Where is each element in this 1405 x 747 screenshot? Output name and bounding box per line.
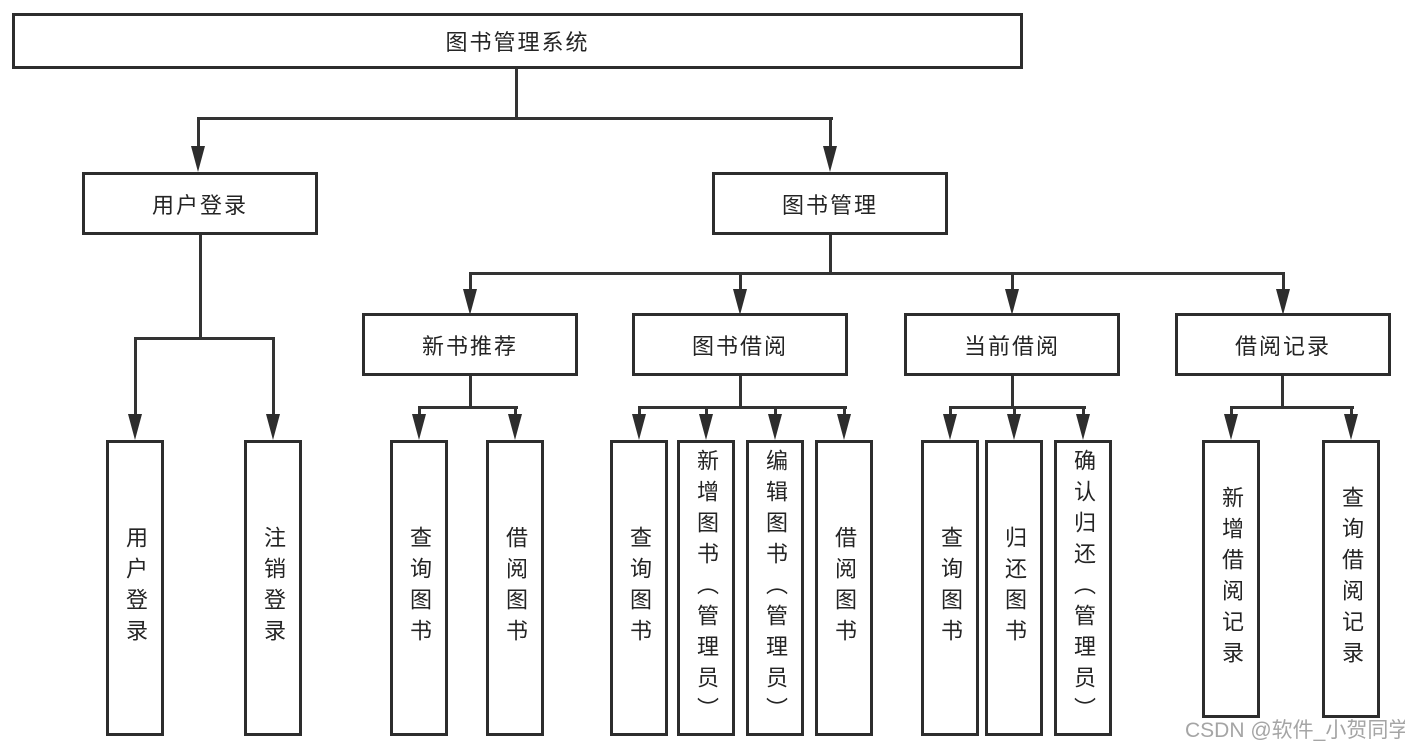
node-label: 当前借阅	[963, 333, 1060, 359]
connector-line	[134, 337, 275, 340]
connector-line	[272, 337, 275, 416]
connector-line	[418, 406, 421, 417]
arrow-down-icon	[1007, 414, 1021, 440]
node-label: 图书借阅	[691, 333, 788, 359]
node-label: 注销登录	[261, 526, 286, 650]
leaf-query-borrow-record: 查询借阅记录	[1322, 440, 1380, 718]
arrow-down-icon	[1276, 289, 1290, 315]
leaf-query-books-recommend: 查询图书	[390, 440, 448, 736]
connector-line	[1011, 376, 1014, 408]
connector-line	[514, 406, 517, 417]
connector-line	[739, 272, 742, 292]
leaf-query-books-current: 查询图书	[921, 440, 979, 736]
node-label: 查询图书	[938, 526, 963, 650]
arrow-down-icon	[463, 289, 477, 315]
node-label: 借阅图书	[832, 526, 857, 650]
connector-line	[638, 406, 641, 417]
node-book-management: 图书管理	[712, 172, 948, 235]
leaf-user-login: 用户登录	[106, 440, 164, 736]
connector-line	[638, 406, 847, 409]
arrow-down-icon	[837, 414, 851, 440]
arrow-down-icon	[768, 414, 782, 440]
arrow-down-icon	[1224, 414, 1238, 440]
connector-line	[829, 117, 832, 149]
connector-line	[134, 337, 137, 416]
connector-line	[469, 272, 1285, 275]
connector-line	[1230, 406, 1354, 409]
arrow-down-icon	[1005, 289, 1019, 315]
connector-line	[469, 272, 472, 292]
connector-line	[1281, 376, 1284, 408]
node-label: 新增图书（管理员）	[694, 448, 719, 728]
connector-line	[1350, 406, 1353, 417]
connector-line	[739, 376, 742, 408]
node-label: 用户登录	[151, 192, 248, 218]
arrow-down-icon	[699, 414, 713, 440]
node-label: 新书推荐	[421, 333, 518, 359]
connector-line	[705, 406, 708, 417]
node-label: 查询借阅记录	[1339, 486, 1364, 672]
connector-line	[199, 235, 202, 339]
node-label: 借阅图书	[503, 526, 528, 650]
leaf-query-books-borrowing: 查询图书	[610, 440, 668, 736]
node-label: 图书管理系统	[445, 30, 590, 55]
node-label: 新增借阅记录	[1219, 486, 1244, 672]
node-book-borrowing: 图书借阅	[632, 313, 848, 376]
connector-line	[949, 406, 1086, 409]
connector-line	[1082, 406, 1085, 417]
leaf-borrow-books-borrowing: 借阅图书	[815, 440, 873, 736]
node-borrowing-records: 借阅记录	[1175, 313, 1391, 376]
node-label: 用户登录	[123, 526, 148, 650]
arrow-down-icon	[1076, 414, 1090, 440]
connector-line	[1230, 406, 1233, 417]
leaf-logout: 注销登录	[244, 440, 302, 736]
node-label: 借阅记录	[1234, 333, 1331, 359]
connector-line	[949, 406, 952, 417]
node-label: 编辑图书（管理员）	[763, 448, 788, 728]
arrow-down-icon	[1344, 414, 1358, 440]
node-new-book-recommend: 新书推荐	[362, 313, 578, 376]
leaf-add-books-admin: 新增图书（管理员）	[677, 440, 735, 736]
arrow-down-icon	[508, 414, 522, 440]
node-label: 查询图书	[627, 526, 652, 650]
leaf-add-borrow-record: 新增借阅记录	[1202, 440, 1260, 718]
connector-line	[197, 117, 833, 120]
leaf-return-books: 归还图书	[985, 440, 1043, 736]
arrow-down-icon	[128, 414, 142, 440]
node-root-system: 图书管理系统	[12, 13, 1023, 69]
arrow-down-icon	[632, 414, 646, 440]
node-label: 归还图书	[1002, 526, 1027, 650]
leaf-borrow-books-recommend: 借阅图书	[486, 440, 544, 736]
connector-line	[829, 235, 832, 274]
node-current-borrowing: 当前借阅	[904, 313, 1120, 376]
arrow-down-icon	[943, 414, 957, 440]
arrow-down-icon	[733, 289, 747, 315]
node-label: 查询图书	[407, 526, 432, 650]
node-user-login: 用户登录	[82, 172, 318, 235]
connector-line	[1011, 272, 1014, 292]
connector-line	[469, 376, 472, 408]
connector-line	[197, 117, 200, 149]
connector-line	[1013, 406, 1016, 417]
connector-line	[1282, 272, 1285, 292]
arrow-down-icon	[823, 146, 837, 172]
connector-line	[843, 406, 846, 417]
leaf-edit-books-admin: 编辑图书（管理员）	[746, 440, 804, 736]
connector-line	[418, 406, 518, 409]
node-label: 图书管理	[781, 192, 878, 218]
arrow-down-icon	[191, 146, 205, 172]
leaf-confirm-return-admin: 确认归还（管理员）	[1054, 440, 1112, 736]
connector-line	[774, 406, 777, 417]
connector-line	[515, 69, 518, 119]
csdn-watermark: CSDN @软件_小贺同学	[1185, 719, 1405, 742]
arrow-down-icon	[266, 414, 280, 440]
arrow-down-icon	[412, 414, 426, 440]
node-label: 确认归还（管理员）	[1071, 448, 1096, 728]
